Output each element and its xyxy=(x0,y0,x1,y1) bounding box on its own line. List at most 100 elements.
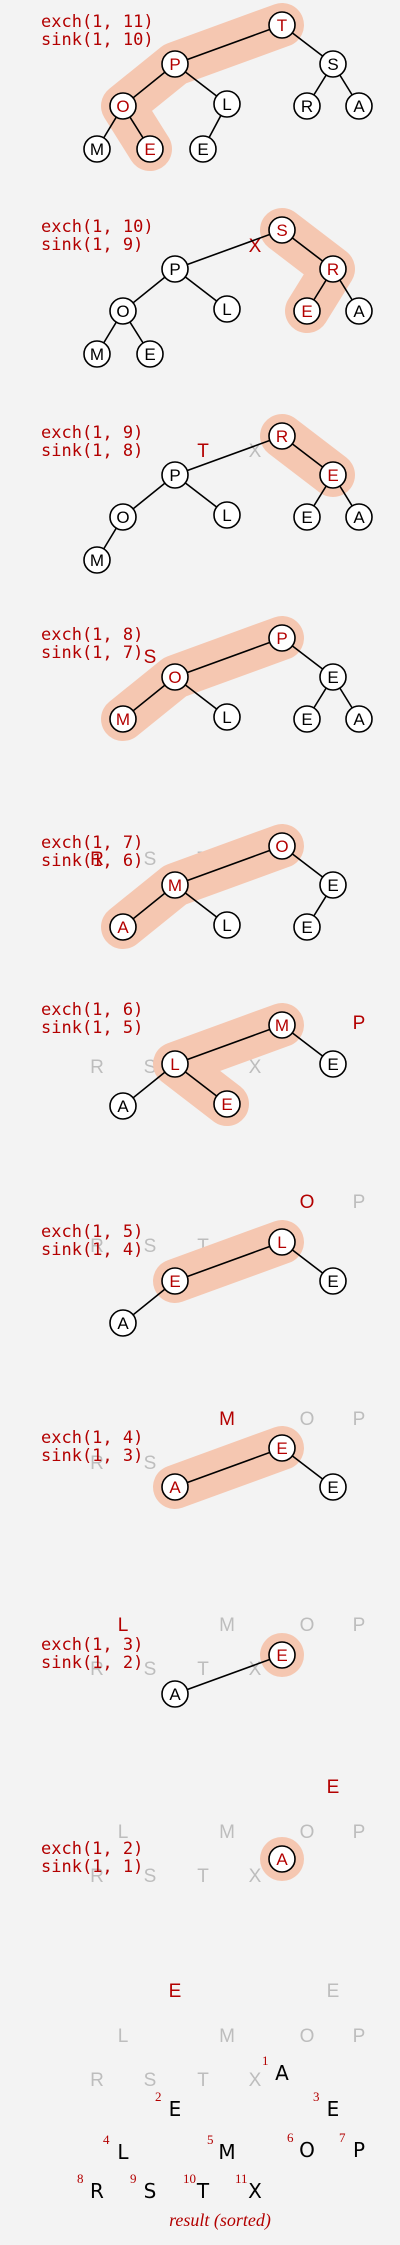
heap-node-key: E xyxy=(327,1478,338,1497)
sorted-key: P xyxy=(353,1409,366,1430)
heap-node-key: M xyxy=(90,140,104,159)
heap-node xyxy=(136,135,164,163)
result-key: E xyxy=(327,2097,340,2121)
heap-node xyxy=(109,1309,137,1337)
heap-node-key: A xyxy=(353,97,365,116)
heap-node-key: A xyxy=(169,1478,181,1497)
heap-node xyxy=(293,92,321,120)
heap-node-key: O xyxy=(116,97,129,116)
sorted-key: T xyxy=(197,441,209,462)
heap-node xyxy=(109,1092,137,1120)
heap-node-key: E xyxy=(327,466,338,485)
heap-node-key: E xyxy=(301,508,312,527)
heap-node xyxy=(161,1680,189,1708)
result-index: 5 xyxy=(207,2132,214,2147)
sorted-key: P xyxy=(353,1192,366,1213)
exch-label: exch(1, 10) xyxy=(41,217,154,237)
tree-edge xyxy=(174,845,283,886)
heap-node xyxy=(161,871,189,899)
exch-label: exch(1, 6) xyxy=(41,1000,143,1020)
sink-label: sink(1, 4) xyxy=(41,1240,143,1260)
result-index: 8 xyxy=(77,2171,84,2186)
result-key: X xyxy=(248,2179,262,2203)
heap-node-key: A xyxy=(353,302,365,321)
result-key: T xyxy=(196,2179,210,2203)
sorted-key: E xyxy=(327,1981,340,2002)
sorted-key: S xyxy=(144,1866,157,1887)
heap-node-key: A xyxy=(117,918,129,937)
heap-node xyxy=(268,11,296,39)
heap-node xyxy=(319,871,347,899)
heap-node-key: E xyxy=(197,140,208,159)
heap-node xyxy=(161,461,189,489)
heap-node-key: A xyxy=(276,1850,288,1869)
sorted-key: X xyxy=(249,1659,262,1680)
heap-node-key: O xyxy=(116,508,129,527)
result-index: 10 xyxy=(183,2171,196,2186)
heap-node-key: E xyxy=(301,302,312,321)
heap-node-key: E xyxy=(169,1272,180,1291)
heap-node-key: E xyxy=(327,876,338,895)
heap-node-key: P xyxy=(169,260,180,279)
heap-node xyxy=(268,422,296,450)
heap-node-key: E xyxy=(144,140,155,159)
heap-node-key: E xyxy=(276,1646,287,1665)
heap-node-key: P xyxy=(169,55,180,74)
heap-node-key: E xyxy=(327,1272,338,1291)
exch-label: exch(1, 2) xyxy=(41,1839,143,1859)
heap-node-key: O xyxy=(168,668,181,687)
tree-edge xyxy=(174,1447,283,1488)
heap-node-key: E xyxy=(327,1055,338,1074)
heap-node-key: E xyxy=(301,710,312,729)
sink-label: sink(1, 3) xyxy=(41,1446,143,1466)
result-key: M xyxy=(218,2140,235,2164)
sorted-key: E xyxy=(327,1777,340,1798)
sorted-key: S xyxy=(144,1453,157,1474)
sorted-key: O xyxy=(300,1409,315,1430)
heap-node xyxy=(345,705,373,733)
sink-label: sink(1, 7) xyxy=(41,643,143,663)
heap-node-key: R xyxy=(301,97,313,116)
heap-node xyxy=(268,216,296,244)
result-key: A xyxy=(275,2061,289,2085)
heap-node-key: M xyxy=(90,345,104,364)
heap-node xyxy=(293,913,321,941)
sink-label: sink(1, 1) xyxy=(41,1857,143,1877)
heap-node xyxy=(161,255,189,283)
sorted-key: R xyxy=(90,849,104,870)
sorted-key: R xyxy=(90,1866,104,1887)
sorted-key: O xyxy=(300,1192,315,1213)
heap-node-key: M xyxy=(90,551,104,570)
sorted-key: S xyxy=(144,2070,157,2091)
heap-node-key: L xyxy=(170,1055,179,1074)
sorted-key: S xyxy=(144,1659,157,1680)
sorted-key: O xyxy=(300,2026,315,2047)
heap-node xyxy=(293,297,321,325)
tree-edge xyxy=(174,229,283,270)
result-key: E xyxy=(169,2097,182,2121)
heap-node xyxy=(213,911,241,939)
heap-node xyxy=(293,705,321,733)
heap-node-key: L xyxy=(222,506,231,525)
sorted-key: O xyxy=(300,1615,315,1636)
tree-edge xyxy=(174,1241,283,1282)
heap-node xyxy=(293,503,321,531)
sorted-key: S xyxy=(144,647,157,668)
heap-node-key: O xyxy=(275,837,288,856)
heap-node xyxy=(109,92,137,120)
heap-node xyxy=(268,1228,296,1256)
heap-node xyxy=(109,705,137,733)
heap-node xyxy=(189,135,217,163)
heap-node xyxy=(161,663,189,691)
heap-node-key: A xyxy=(117,1314,129,1333)
heap-node-key: M xyxy=(116,710,130,729)
heap-node-key: T xyxy=(277,16,287,35)
heap-node-key: R xyxy=(276,427,288,446)
heap-node xyxy=(319,50,347,78)
sorted-key: P xyxy=(353,1822,366,1843)
heap-node xyxy=(161,1473,189,1501)
sorted-key: L xyxy=(118,2026,129,2047)
